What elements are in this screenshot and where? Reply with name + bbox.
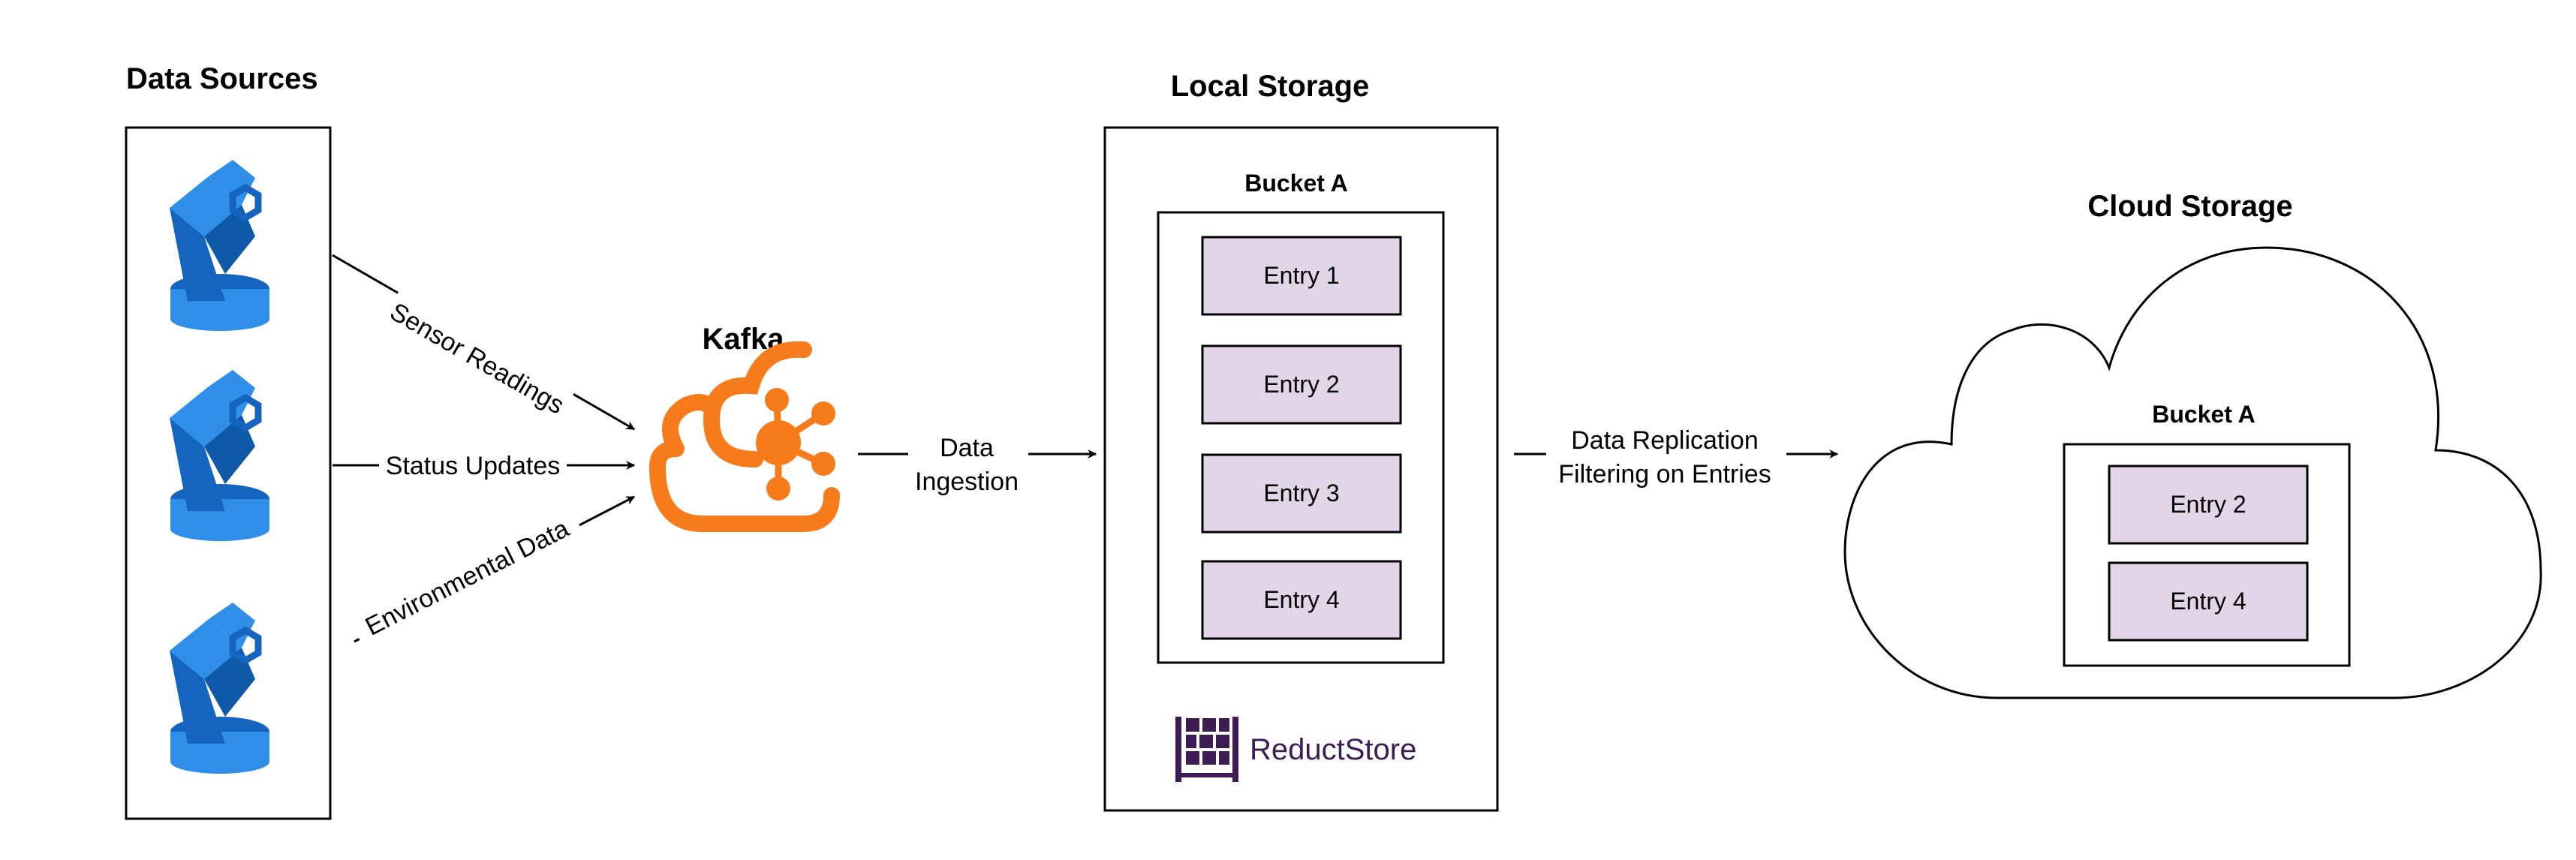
local-bucket-title: Bucket A <box>1244 170 1348 197</box>
cloud-entry-2-label: Entry 2 <box>2170 491 2246 518</box>
cloud-entry-4-box <box>2108 561 2309 642</box>
local-entry-2-label: Entry 2 <box>1263 371 1339 398</box>
local-entry-3-label: Entry 3 <box>1263 480 1339 507</box>
cloud-storage-title: Cloud Storage <box>2087 190 2292 223</box>
local-entry-4-box <box>1201 560 1402 640</box>
kafka-cloud-icon <box>649 341 840 532</box>
local-entry-4-label: Entry 4 <box>1263 586 1339 613</box>
local-entry-1-box <box>1201 236 1402 316</box>
cloud-entry-4-label: Entry 4 <box>2170 588 2246 615</box>
data-replication-label-line2: Filtering on Entries <box>1558 460 1771 489</box>
data-replication-label-line1: Data Replication <box>1571 426 1758 455</box>
sensor-readings-label: Sensor Readings <box>385 297 569 419</box>
local-entry-1-label: Entry 1 <box>1263 262 1339 289</box>
reductstore-brand-name: ReductStore <box>1250 733 1416 766</box>
cloud-bucket-title: Bucket A <box>2152 401 2256 428</box>
cloud-entry-2-box <box>2108 465 2309 545</box>
reductstore-logo-icon <box>1175 717 1238 782</box>
status-updates-label: Status Updates <box>386 452 560 480</box>
data-sources-title: Data Sources <box>126 62 318 95</box>
environmental-data-label: Environmental Data <box>361 514 573 641</box>
local-storage-title: Local Storage <box>1171 70 1370 103</box>
data-ingestion-label-line1: Data <box>940 434 994 462</box>
data-ingestion-label-line2: Ingestion <box>915 468 1019 496</box>
local-entry-2-box <box>1201 344 1402 425</box>
local-entry-3-box <box>1201 453 1402 534</box>
